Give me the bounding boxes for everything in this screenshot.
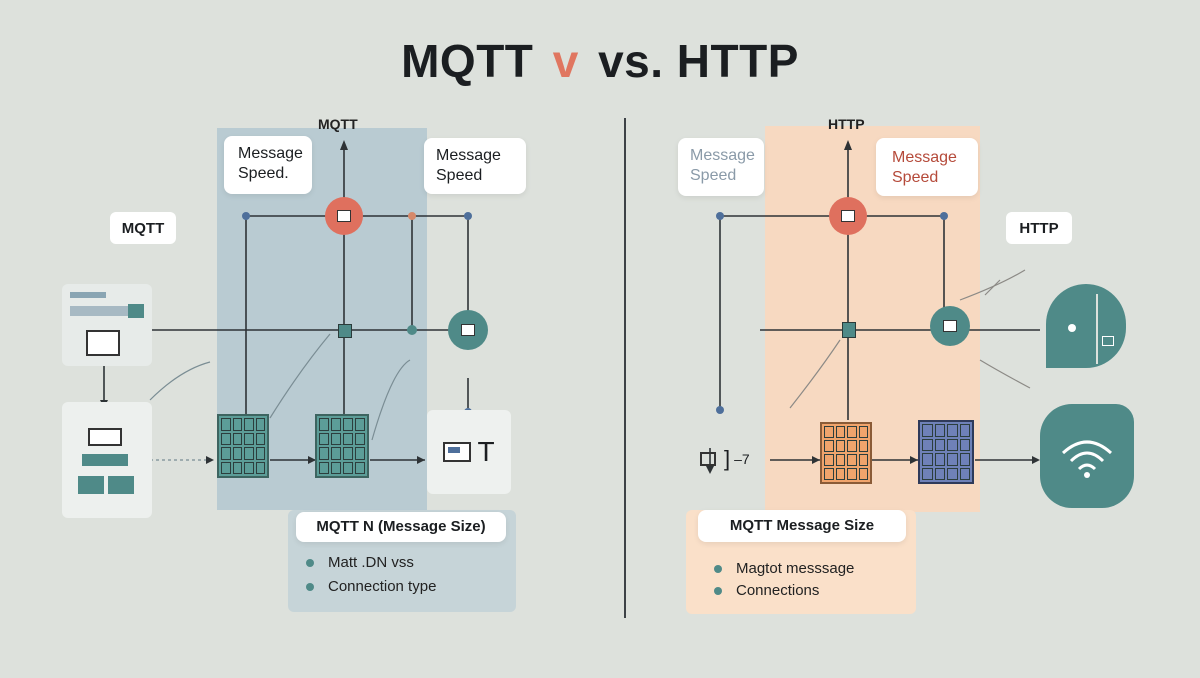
http-size-label: MQTT Message Size (698, 510, 906, 542)
http-info-box: MQTT Message Size Magtot messsage Connec… (686, 510, 916, 614)
mqtt-broker-node (325, 197, 363, 235)
bullet-text: Connection type (328, 578, 437, 595)
node-icon (461, 324, 475, 336)
mqtt-top-label: MQTT (318, 116, 358, 132)
mqtt-side-label: MQTT (110, 212, 176, 244)
node-icon (841, 210, 855, 222)
bullet-text: Magtot messsage (736, 560, 855, 577)
bubble-line: Message (690, 147, 755, 164)
node-icon (943, 320, 957, 332)
mqtt-junction (338, 324, 352, 338)
http-junction (842, 322, 856, 338)
mqtt-bullet-1: Matt .DN vss (306, 554, 414, 571)
title-accent: v (552, 35, 579, 87)
bullet-dot (714, 564, 722, 573)
bullet-dot (306, 558, 314, 567)
globe-icon (1046, 284, 1126, 368)
http-bullet-2: Connections (714, 582, 819, 599)
mqtt-message-block-1 (217, 414, 269, 478)
mqtt-laptop-card (62, 402, 152, 518)
center-divider (624, 118, 626, 618)
http-top-label: HTTP (828, 116, 865, 132)
bubble-line: Message (892, 149, 957, 166)
http-bullet-1: Magtot messsage (714, 560, 854, 577)
bubble-line: Speed (892, 169, 939, 186)
http-message-block-2 (918, 420, 974, 484)
http-request-glyph: ] –7 (700, 446, 750, 472)
http-speed-bubble-2: Message Speed (876, 138, 978, 196)
http-speed-bubble-1: Message Speed (678, 138, 764, 196)
title-left: MQTT (401, 35, 534, 87)
terminal-icon (443, 442, 472, 462)
arrow-glyph-text: –7 (734, 451, 750, 467)
bubble-line: Message (238, 145, 303, 162)
bubble-line: Speed (690, 167, 737, 184)
bubble-line: Speed (436, 167, 483, 184)
node-icon (337, 210, 351, 222)
bullet-text: Connections (736, 582, 820, 599)
http-side-label: HTTP (1006, 212, 1072, 244)
laptop-icon (88, 428, 122, 446)
http-message-block-1 (820, 422, 872, 484)
http-server-node (829, 197, 867, 235)
server-icon (86, 330, 120, 356)
bullet-dot (306, 582, 314, 591)
bullet-text: Matt .DN vss (328, 554, 414, 571)
http-client-node (930, 306, 970, 346)
mqtt-speed-bubble-2: Message Speed (424, 138, 526, 194)
bullet-dot (714, 586, 722, 595)
bubble-line: Speed. (238, 165, 289, 182)
mqtt-terminal-card: T (427, 410, 511, 494)
wifi-icon (1040, 404, 1134, 508)
mqtt-message-block-2 (315, 414, 369, 478)
mqtt-speed-bubble-1: Message Speed. (224, 136, 312, 194)
mqtt-bullet-2: Connection type (306, 578, 436, 595)
title-right: vs. HTTP (598, 35, 799, 87)
terminal-glyph: T (477, 436, 495, 467)
mqtt-size-label: MQTT N (Message Size) (296, 512, 506, 542)
bubble-line: Message (436, 147, 501, 164)
mqtt-info-box: MQTT N (Message Size) Matt .DN vss Conne… (288, 510, 516, 612)
page-title: MQTT v vs. HTTP (0, 34, 1200, 88)
mqtt-device-card (62, 284, 152, 366)
mqtt-client-node (448, 310, 488, 350)
terminal-icon (700, 452, 716, 466)
